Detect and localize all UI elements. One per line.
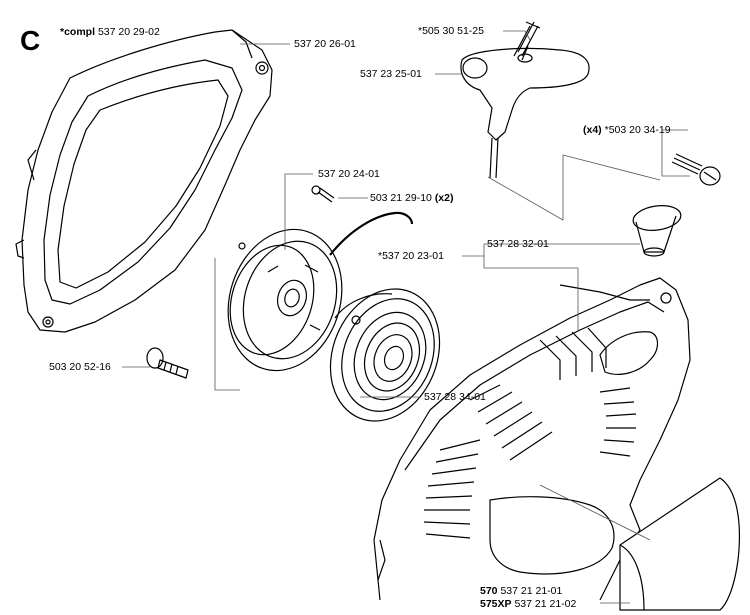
label-bushing: 537 28 32-01 — [487, 238, 549, 250]
screw-right-number: *503 20 34-19 — [604, 124, 671, 136]
label-spring: 537 28 34-01 — [424, 391, 486, 403]
label-compl: *compl 537 20 29-02 — [60, 26, 160, 38]
starter-handle-part — [460, 45, 590, 179]
label-model-570: 570 537 21 21-01 — [480, 585, 562, 597]
starter-housing-part — [373, 277, 691, 601]
model-575xp-name: 575XP — [480, 598, 512, 610]
right-screw-part — [671, 153, 721, 186]
bushing-part — [632, 205, 682, 257]
compl-number: 537 20 29-02 — [97, 26, 160, 38]
decal-part — [619, 477, 740, 611]
compl-prefix: *compl — [60, 26, 96, 38]
label-pulley: 537 20 24-01 — [318, 168, 380, 180]
label-starter-assy: *537 20 23-01 — [378, 250, 444, 262]
section-letter: C — [20, 25, 41, 56]
model-575xp-number: 537 21 21-02 — [514, 598, 577, 610]
label-model-575xp: 575XP 537 21 21-02 — [480, 598, 576, 610]
small-screw-number: 503 21 29-10 — [370, 192, 432, 204]
label-small-screw: 503 21 29-10 (x2) — [370, 192, 454, 204]
rope-pulley-part — [227, 211, 414, 372]
bolt-part — [146, 347, 189, 379]
model-570-number: 537 21 21-01 — [500, 585, 563, 597]
small-screw-qty: (x2) — [434, 192, 454, 204]
label-screw-right: (x4) *503 20 34-19 — [583, 124, 671, 136]
label-cover-left: 537 20 26-01 — [294, 38, 356, 50]
fan-cover-part — [15, 29, 273, 333]
small-screw-part — [311, 185, 335, 203]
recoil-spring-part — [329, 288, 441, 422]
screw-right-qty: (x4) — [583, 124, 602, 136]
model-570-name: 570 — [480, 585, 498, 597]
label-handle: 537 23 25-01 — [360, 68, 422, 80]
label-bolt: 503 20 52-16 — [49, 361, 111, 373]
top-screw-part — [513, 21, 541, 57]
label-screw-top: *505 30 51-25 — [418, 25, 484, 37]
leader-lines — [122, 30, 690, 604]
